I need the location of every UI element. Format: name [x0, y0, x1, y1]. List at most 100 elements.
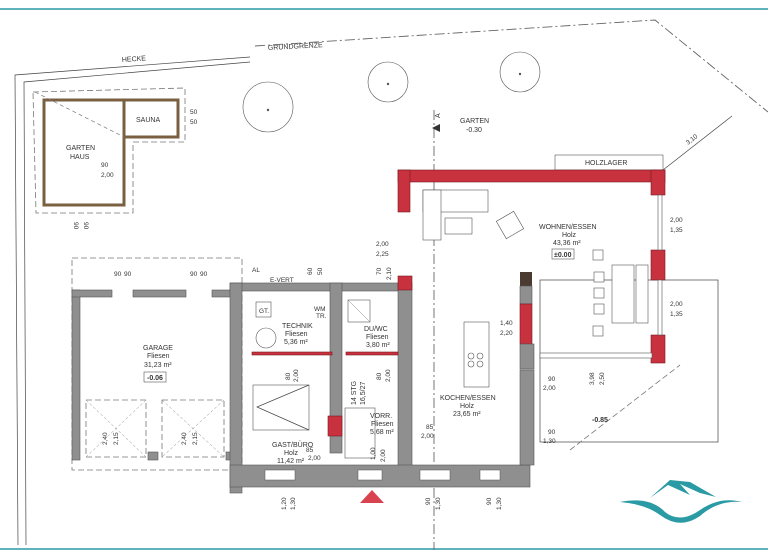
- dimension-label: 50: [190, 119, 198, 126]
- wood-storage-label: HOLZLAGER: [585, 160, 627, 167]
- dimension-label: 2,15: [113, 432, 120, 445]
- dimension-label: 2,00: [380, 449, 387, 462]
- section-arrow-icon: [432, 124, 440, 132]
- gast-name: GAST/BÜRO: [272, 441, 314, 449]
- dimension-label: 1,30: [496, 497, 503, 510]
- dimension-label: 3,98: [589, 372, 596, 385]
- gt-label: GT.: [259, 308, 269, 315]
- dimension-label: 2,00: [385, 369, 392, 382]
- dimension-label: 2,00: [543, 385, 556, 392]
- garden-house-label-2: HAUS: [70, 154, 90, 161]
- section-marker: A: [435, 113, 442, 118]
- technik-floor: Fliesen: [285, 331, 308, 338]
- dimension-label: 2,15: [192, 432, 199, 445]
- terrace-diagonal: [569, 364, 681, 451]
- garden-house: GARTEN HAUS SAUNA 50 50 90 2,00 90 90: [32, 87, 198, 230]
- garden-level: -0.30: [466, 127, 482, 134]
- property-boundary: [254, 19, 768, 113]
- vorr-floor: Fliesen: [371, 421, 394, 428]
- duwc-name: DU/WC: [364, 326, 388, 333]
- dimension-label: 1,30: [543, 438, 556, 445]
- garage-floor: Fliesen: [147, 353, 170, 360]
- stair-ratio: 16,5/27: [360, 382, 367, 405]
- dimension-label: 1,40: [500, 320, 513, 327]
- service-block: GT. WM TR. TECHNIK Fliesen 5,36 m² DU/WC…: [229, 267, 531, 494]
- duwc-area: 3,80 m²: [366, 342, 390, 349]
- kochen-name: KOCHEN/ESSEN: [440, 395, 496, 402]
- dimension-label: 1,35: [670, 227, 683, 234]
- dimension-label: 90: [425, 497, 432, 505]
- dimension-label: 90: [200, 271, 208, 278]
- dimension-label: 2,00: [293, 369, 300, 382]
- dimension-label: 80: [285, 372, 292, 380]
- dimension-label: 2,00: [308, 455, 321, 462]
- wohnen-area: 43,36 m²: [553, 240, 581, 247]
- duwc-floor: Fliesen: [366, 334, 389, 341]
- tr-label: TR.: [316, 313, 327, 320]
- garage-name: GARAGE: [143, 345, 173, 352]
- dimension-label: 60: [307, 267, 314, 275]
- dimension-label: 50: [317, 267, 324, 275]
- dimension-label: 70: [376, 267, 383, 275]
- dimension-label: 90: [82, 222, 89, 230]
- garage-area: 31,23 m²: [144, 362, 172, 369]
- stair-steps: 14 STG: [351, 381, 358, 405]
- entrance-arrow-icon: [360, 490, 384, 503]
- wohnen-floor: Holz: [562, 232, 577, 239]
- dimension-label: 2,10: [386, 267, 393, 280]
- evert-label: E-VERT: [270, 277, 294, 284]
- mountain-waves-logo: [620, 480, 742, 523]
- al-label: AL: [252, 267, 260, 274]
- dimension-label: 90: [486, 497, 493, 505]
- dimension-label: 2,40: [181, 432, 188, 445]
- dimension-label: 90: [548, 376, 556, 383]
- garage: GARAGE Fliesen 31,23 m² -0.06 90 90 90 9…: [71, 257, 243, 471]
- dimension-label: 1,30: [435, 497, 442, 510]
- dimension-label: 2,50: [599, 372, 606, 385]
- dimension-label: 2,00: [376, 241, 389, 248]
- dimension-label: 80: [376, 372, 383, 380]
- dimension-label: 90: [101, 162, 109, 169]
- hedge-label: HECKE: [122, 55, 147, 64]
- tree-icon: [242, 81, 294, 133]
- dimension-label: 90: [548, 429, 556, 436]
- vorr-name: VORR.: [370, 413, 392, 420]
- garden-label: GARTEN: [460, 118, 489, 125]
- dimension-line: [662, 115, 733, 171]
- dimension-label: 90: [124, 271, 132, 278]
- boundary-label: GRUNDGRENZE: [268, 42, 323, 52]
- hedge-line: [14, 56, 251, 546]
- kochen-area: 23,65 m²: [453, 411, 481, 418]
- gast-floor: Holz: [284, 450, 299, 457]
- dimension-label: 1,30: [290, 497, 297, 510]
- dimension-label: 2,25: [376, 251, 389, 258]
- terrace-level: -0.85: [592, 417, 608, 424]
- garage-level: -0.06: [147, 375, 163, 382]
- dimension-label: 90: [190, 271, 198, 278]
- garden-house-label: GARTEN: [66, 145, 95, 152]
- dimension-label: 1,20: [281, 497, 288, 510]
- sauna-label: SAUNA: [136, 117, 160, 124]
- wm-label: WM: [314, 306, 326, 313]
- tree-icon: [499, 51, 541, 93]
- dimension-label: 2,20: [500, 330, 513, 337]
- dimension-label: 2,00: [421, 433, 434, 440]
- dimension-label: 90: [114, 271, 122, 278]
- wohnen-name: WOHNEN/ESSEN: [539, 224, 597, 231]
- dimension-label: 1,35: [670, 311, 683, 318]
- main-house: WOHNEN/ESSEN Holz 43,36 m² ±0.00 KOCHEN/…: [376, 169, 683, 466]
- dimension-label: 2,00: [670, 217, 683, 224]
- dimension-label: 85: [306, 447, 314, 454]
- technik-area: 5,36 m²: [284, 339, 308, 346]
- dimension-label: 2,40: [102, 432, 109, 445]
- dimension-label: 2,00: [101, 172, 114, 179]
- kochen-floor: Holz: [460, 403, 475, 410]
- vorr-area: 5,68 m²: [370, 429, 394, 436]
- dimension-label: 50: [190, 109, 198, 116]
- tree-icon: [367, 61, 409, 103]
- wohnen-level: ±0.00: [554, 252, 572, 259]
- gast-area: 11,42 m²: [277, 458, 305, 465]
- dimension-label: 1,00: [370, 447, 377, 460]
- dimension-label: 2,00: [670, 301, 683, 308]
